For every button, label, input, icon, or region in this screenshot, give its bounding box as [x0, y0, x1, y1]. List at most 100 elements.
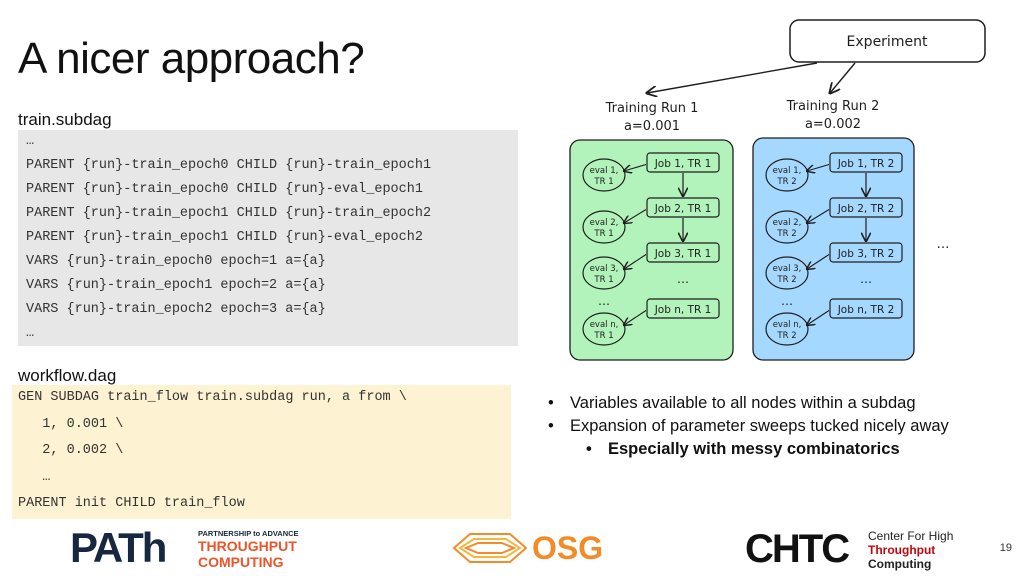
code-line: VARS {run}-train_epoch0 epoch=1 a={a}: [26, 254, 326, 269]
code-line: PARENT {run}-train_epoch0 CHILD {run}-ev…: [26, 182, 423, 197]
bullet-list: Variables available to all nodes within …: [548, 392, 949, 461]
run2-job-box: [829, 197, 903, 218]
run1-job-box: [646, 298, 720, 319]
run1-eval-label: eval 3,: [590, 264, 619, 274]
run1-job-box: [646, 242, 720, 263]
run1-eval-arrow: [624, 163, 647, 172]
run1-eval-label: eval 1,: [590, 166, 619, 176]
run2-eval-arrow: [807, 310, 830, 326]
run2-title: Training Run 2: [786, 99, 880, 114]
run1-eval-sublabel: TR 1: [593, 331, 613, 341]
bullet-item: Expansion of parameter sweeps tucked nic…: [548, 415, 949, 438]
run1-eval-label: eval 2,: [590, 218, 619, 228]
run1-eval-sublabel: TR 1: [593, 177, 613, 187]
run1-job-label: Job 3, TR 1: [654, 248, 712, 260]
path-tagline-2: THROUGHPUT: [198, 538, 297, 554]
chtc-wordmark: CHTC: [745, 527, 850, 571]
code-line: …: [26, 326, 35, 341]
path-logo-wordmark: PATh: [70, 524, 167, 571]
run2-job-box: [829, 242, 903, 263]
run2-eval-sublabel: TR 2: [776, 177, 796, 187]
run1-eval-sublabel: TR 1: [593, 229, 613, 239]
code-line: …: [26, 134, 35, 149]
run2-eval-arrow: [807, 254, 830, 270]
run2-eval-sublabel: TR 2: [776, 229, 796, 239]
run1-title: Training Run 1: [605, 101, 699, 116]
path-logo: PATh PARTNERSHIP to ADVANCE THROUGHPUT C…: [70, 524, 310, 571]
osg-hexagon-icon: [452, 533, 528, 563]
run1-eval-arrow: [624, 209, 647, 224]
code-line: GEN SUBDAG train_flow train.subdag run, …: [18, 390, 407, 405]
run2-eval-ellipsis: …: [781, 294, 793, 308]
run1-container: [569, 139, 734, 361]
experiment-arrow-1: [647, 62, 818, 93]
run1-eval-node: [582, 210, 626, 244]
code-line: VARS {run}-train_epoch2 epoch=3 a={a}: [26, 302, 326, 317]
run1-job-box: [646, 197, 720, 218]
code-line: VARS {run}-train_epoch1 epoch=2 a={a}: [26, 278, 326, 293]
chtc-tagline-3: Computing: [868, 557, 932, 571]
train-subdag-label: train.subdag: [18, 110, 112, 129]
path-tagline-3: COMPUTING: [198, 554, 284, 570]
run1-eval-ellipsis: …: [598, 294, 610, 308]
run1-job-label: Job 1, TR 1: [654, 158, 712, 170]
run2-eval-sublabel: TR 2: [776, 275, 796, 285]
run2-eval-label: eval n,: [773, 320, 802, 330]
workflow-dag-label: workflow.dag: [18, 366, 117, 385]
run2-job-ellipsis: …: [860, 272, 872, 286]
code-line: …: [18, 469, 51, 485]
run2-eval-arrow: [807, 163, 830, 172]
run2-eval-node: [765, 256, 809, 290]
run2-job-label: Job 1, TR 2: [837, 158, 895, 170]
training-runs-diagram: Experiment Training Run 1 a=0.001 Traini…: [569, 19, 986, 361]
bullet-sub-item: Especially with messy combinatorics: [586, 438, 949, 461]
osg-logo: OSG: [450, 528, 615, 568]
more-runs-ellipsis: …: [937, 237, 950, 252]
run2-container: [752, 137, 915, 361]
run2-eval-node: [765, 158, 809, 192]
code-line: 1, 0.001 \: [18, 416, 124, 432]
run1-job-label: Job n, TR 1: [654, 304, 712, 316]
chtc-tagline-1: Center For High: [868, 529, 954, 543]
workflow-dag-code-block: GEN SUBDAG train_flow train.subdag run, …: [12, 385, 511, 519]
run1-job-label: Job 2, TR 1: [654, 203, 712, 215]
run1-eval-sublabel: TR 1: [593, 275, 613, 285]
code-line: PARENT {run}-train_epoch1 CHILD {run}-ev…: [26, 230, 423, 245]
run2-param: a=0.002: [805, 117, 861, 132]
run1-job-box: [646, 152, 720, 173]
run2-job-label: Job n, TR 2: [837, 304, 895, 316]
chtc-logo: CHTC Center For High Throughput Computin…: [745, 527, 960, 571]
run1-eval-arrow: [624, 254, 647, 270]
code-line: 2, 0.002 \: [18, 443, 124, 458]
run2-eval-label: eval 2,: [773, 218, 802, 228]
run2-eval-node: [765, 312, 809, 346]
slide-title: A nicer approach?: [18, 34, 365, 83]
bullet-item: Variables available to all nodes within …: [548, 392, 949, 415]
run1-eval-node: [582, 312, 626, 346]
run1-param: a=0.001: [624, 119, 680, 134]
code-line: PARENT init CHILD train_flow: [18, 496, 245, 511]
run2-eval-node: [765, 210, 809, 244]
experiment-arrow-2: [830, 62, 856, 93]
run2-job-box: [829, 152, 903, 173]
run2-eval-arrow: [807, 209, 830, 224]
osg-wordmark: OSG: [532, 530, 604, 566]
run2-job-label: Job 2, TR 2: [837, 203, 895, 215]
run1-eval-label: eval n,: [590, 320, 619, 330]
run2-eval-label: eval 3,: [773, 264, 802, 274]
run2-job-box: [829, 298, 903, 319]
run2-eval-sublabel: TR 2: [776, 331, 796, 341]
run1-eval-node: [582, 256, 626, 290]
run1-job-ellipsis: …: [677, 272, 689, 286]
run1-eval-node: [582, 158, 626, 192]
experiment-label: Experiment: [847, 34, 928, 50]
train-subdag-code-block: … PARENT {run}-train_epoch0 CHILD {run}-…: [18, 130, 518, 346]
run1-eval-arrow: [624, 310, 647, 326]
path-tagline-1: PARTNERSHIP to ADVANCE: [198, 529, 299, 538]
page-number: 19: [999, 542, 1012, 554]
run2-job-label: Job 3, TR 2: [837, 248, 895, 260]
chtc-tagline-2: Throughput: [868, 543, 936, 557]
code-line: PARENT {run}-train_epoch0 CHILD {run}-tr…: [26, 158, 432, 173]
run2-eval-label: eval 1,: [773, 166, 802, 176]
code-line: PARENT {run}-train_epoch1 CHILD {run}-tr…: [26, 206, 432, 221]
